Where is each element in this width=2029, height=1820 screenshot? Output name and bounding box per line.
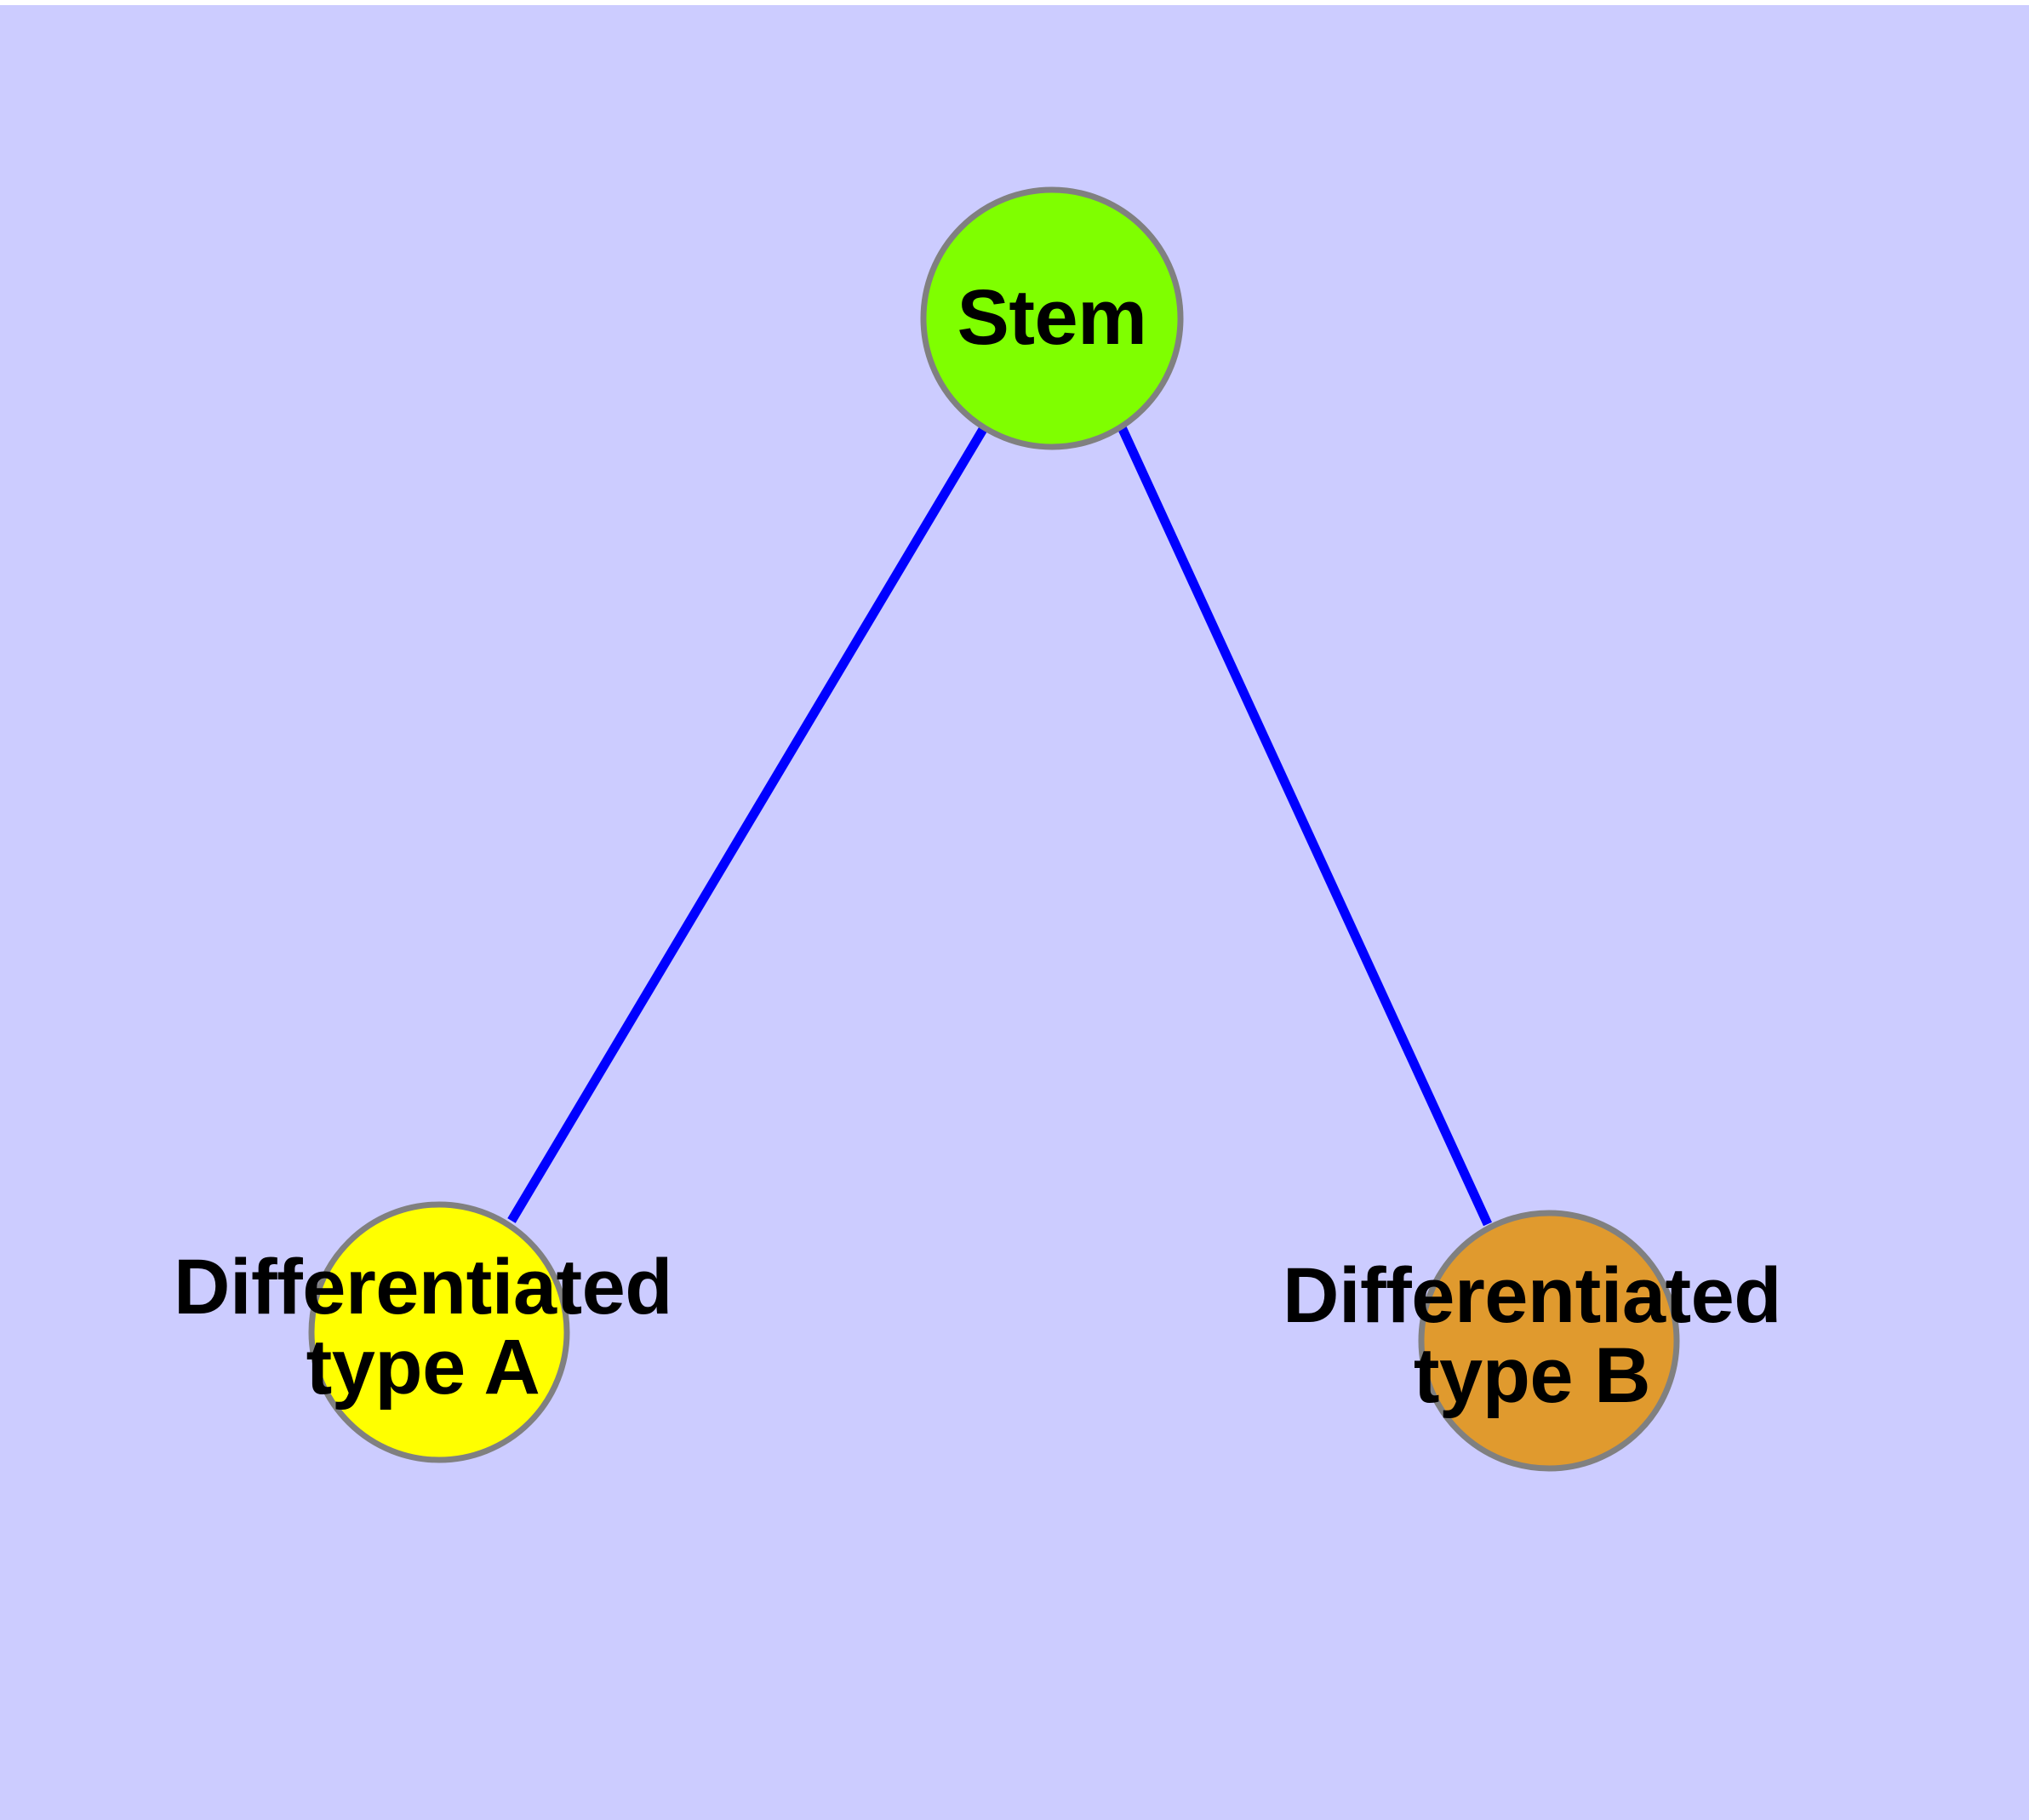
edges-group — [507, 424, 1492, 1227]
edge-stem-to-diff-a[interactable] — [507, 424, 989, 1223]
node-differentiated-type-b[interactable] — [1418, 1210, 1680, 1472]
edge-stem-to-diff-b[interactable] — [1117, 425, 1492, 1227]
node-differentiated-type-a[interactable] — [308, 1201, 570, 1463]
node-stem[interactable] — [920, 186, 1184, 450]
nodes-group — [308, 186, 1680, 1472]
